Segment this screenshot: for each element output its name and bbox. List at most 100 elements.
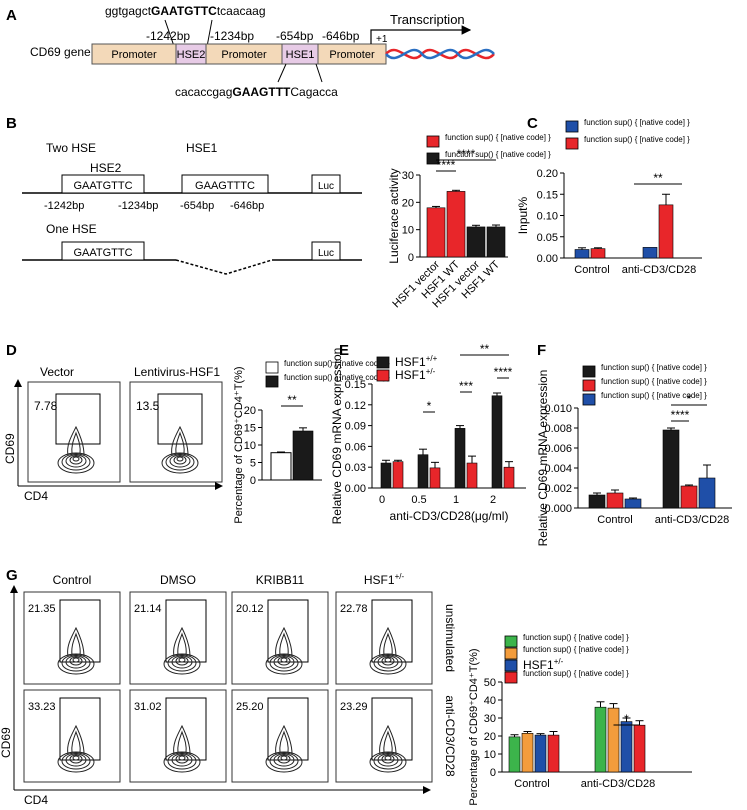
y-axis-label: Percentage of CD69⁺CD4⁺T(%) — [233, 366, 245, 523]
y-tick-label: 0.03 — [345, 462, 366, 474]
gate-value: 21.35 — [28, 603, 56, 615]
legend-swatch — [582, 393, 596, 406]
significance-label: * — [687, 392, 692, 406]
flow-plot — [129, 381, 223, 483]
flow-plot — [335, 591, 433, 685]
gate-value: 23.29 — [340, 701, 368, 713]
luc-label: Luc — [318, 248, 334, 259]
panel-letter-e: E — [339, 342, 349, 359]
column-title: KRIBB11 — [256, 573, 305, 587]
flow-plot — [129, 689, 227, 783]
y-tick-label: 20 — [244, 405, 256, 417]
significance-label: * — [427, 399, 432, 413]
bar — [429, 467, 441, 489]
x-tick-label: Control — [597, 514, 632, 526]
significance-label: **** — [457, 147, 476, 161]
hse2-sequence: ggtgagctGAATGTTCtcaacaag — [105, 4, 266, 18]
significance-label: **** — [494, 365, 513, 379]
gene-label: CD69 gene — [30, 45, 91, 59]
x-axis-label: CD4 — [24, 793, 48, 807]
y-tick-label: 50 — [484, 677, 496, 689]
gate-value: 13.5 — [136, 399, 160, 413]
y-tick-label: 0.00 — [345, 483, 366, 495]
hse1-label: HSE1 — [186, 141, 218, 155]
gate-value: 31.02 — [134, 701, 162, 713]
gate — [59, 599, 101, 663]
legend-label: function sup() { [native code] } — [584, 135, 690, 144]
gate-value: 20.12 — [236, 603, 264, 615]
x-tick-label: 1 — [453, 494, 459, 506]
bar — [607, 707, 620, 773]
bar — [521, 732, 534, 773]
bar — [633, 724, 646, 773]
y-tick-label: 0.10 — [537, 211, 558, 223]
legend-label: HSF1+/- — [395, 367, 436, 382]
gate — [371, 697, 413, 761]
legend-swatch — [504, 671, 518, 684]
y-tick-label: 20 — [402, 197, 414, 209]
legend-swatch — [376, 356, 390, 369]
legend-label: function sup() { [native code] } — [584, 118, 690, 127]
bar — [292, 430, 314, 481]
y-tick-label: 30 — [402, 170, 414, 182]
hse2-label: HSE2 — [90, 161, 122, 175]
bar — [574, 249, 590, 259]
y-tick-label: 0 — [408, 252, 414, 264]
legend-swatch — [565, 137, 579, 150]
y-tick-label: 0.15 — [345, 379, 366, 391]
gate — [371, 599, 413, 663]
significance-label: ** — [480, 342, 490, 356]
luc-element — [311, 241, 341, 261]
bar — [594, 706, 607, 773]
bar — [534, 734, 547, 773]
pos-1234: -1234bp — [210, 29, 254, 43]
y-tick-label: 0.06 — [345, 441, 366, 453]
flow-plot — [129, 591, 227, 685]
transcription-label: Transcription — [390, 12, 465, 27]
legend-label: function sup() { [native code] } — [284, 359, 390, 368]
row-label: anti-CD3/CD28 — [443, 695, 457, 777]
panel-letter-f: F — [537, 342, 546, 359]
gate-value: 22.78 — [340, 603, 368, 615]
legend-label: function sup() { [native code] } — [601, 377, 707, 386]
y-axis-label: Relative CD69 mRNA expression — [536, 370, 550, 547]
x-tick-label: 2 — [490, 494, 496, 506]
gate — [267, 599, 309, 663]
panel-letter-a: A — [6, 7, 17, 24]
luc-element — [311, 174, 341, 194]
legend-label: HSF1+/- — [523, 657, 564, 672]
panel-letter-d: D — [6, 342, 17, 359]
hse1-element — [181, 174, 269, 194]
y-tick-label: 0.05 — [537, 232, 558, 244]
bar — [547, 734, 560, 773]
hse2-element — [61, 241, 145, 261]
bar — [588, 494, 606, 509]
hse1-sequence: cacaccgagGAAGTTTCagacca — [175, 85, 338, 99]
bar — [270, 452, 292, 481]
y-tick-label: 10 — [244, 440, 256, 452]
two-hse-label: Two HSE — [46, 141, 96, 155]
y-tick-label: 10 — [402, 225, 414, 237]
pos-654: -654bp — [276, 29, 314, 43]
box-label: Promoter — [221, 49, 267, 61]
y-axis-label: CD69 — [3, 433, 17, 464]
y-axis-label: CD69 — [0, 727, 13, 758]
y-axis-label: Luciferace activity — [387, 168, 401, 263]
x-tick-label: anti-CD3/CD28 — [622, 264, 697, 276]
y-tick-label: 0 — [490, 767, 496, 779]
gate — [165, 697, 207, 761]
panel-letter-g: G — [6, 567, 18, 584]
panel-d-flow: Vector Lentivirus-HSF1 7.78 13.5 CD69 CD… — [3, 365, 223, 503]
legend-swatch — [426, 135, 440, 148]
bar — [662, 429, 680, 509]
row-label: unstimulated — [443, 604, 457, 672]
legend-swatch — [504, 635, 518, 648]
x-axis-label: anti-CD3/CD28(μg/ml) — [390, 509, 509, 523]
seq-label: GAATGTTC — [73, 247, 132, 259]
box-label: HSE2 — [177, 49, 206, 61]
box-label: Promoter — [329, 49, 375, 61]
x-tick-label: Control — [574, 264, 609, 276]
